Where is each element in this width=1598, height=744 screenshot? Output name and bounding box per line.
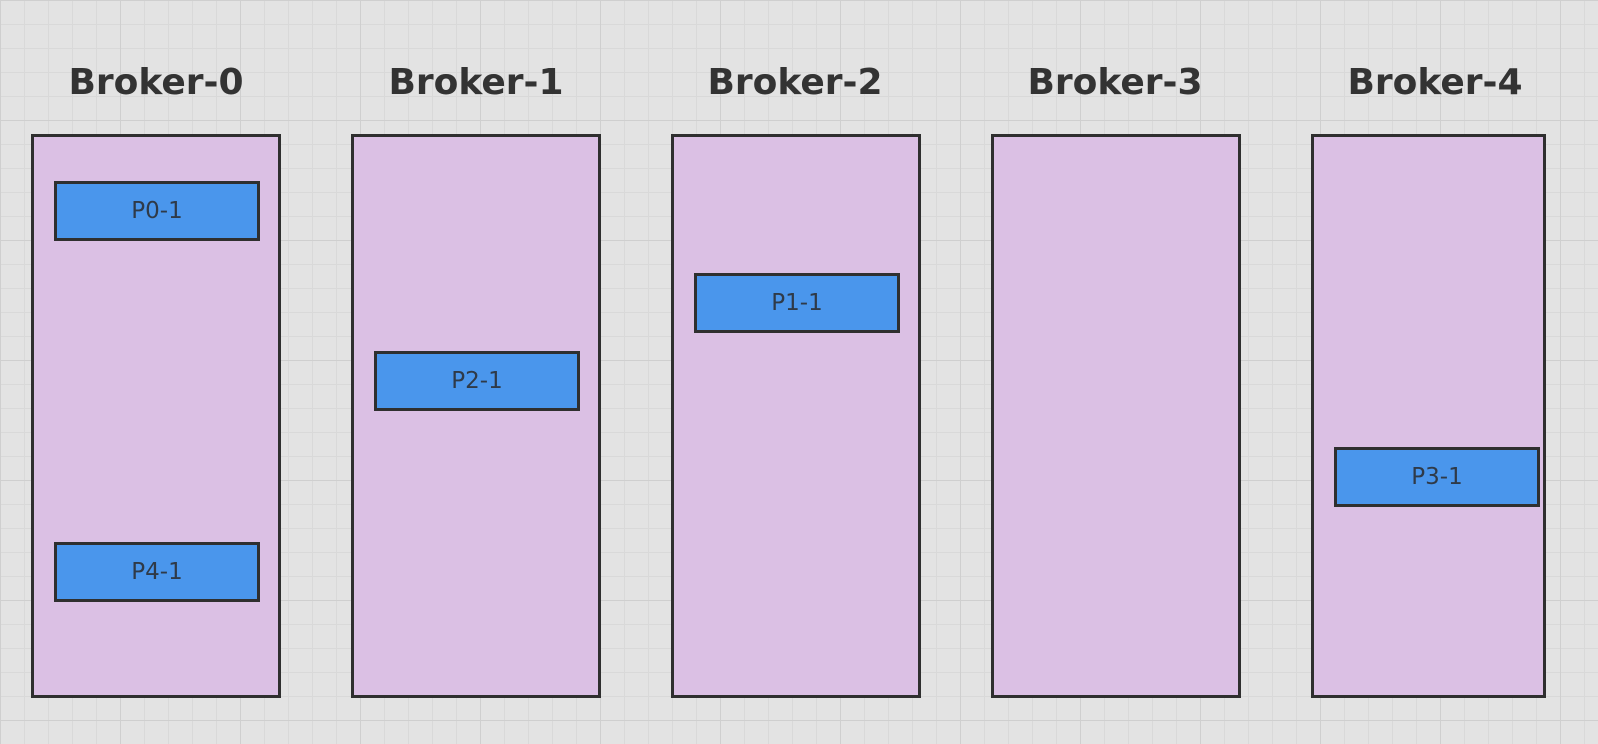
broker-1-box: P2-1 <box>351 134 601 698</box>
broker-0-title: Broker-0 <box>68 62 244 103</box>
broker-1-title: Broker-1 <box>388 62 564 103</box>
broker-3-box <box>991 134 1241 698</box>
broker-2-title: Broker-2 <box>707 62 883 103</box>
broker-4-box: P3-1 <box>1311 134 1546 698</box>
partition-p2-1: P2-1 <box>374 351 580 411</box>
partition-p4-1: P4-1 <box>54 542 260 602</box>
partition-p1-1: P1-1 <box>694 273 900 333</box>
broker-4-title: Broker-4 <box>1347 62 1523 103</box>
partition-p0-1: P0-1 <box>54 181 260 241</box>
partition-p3-1: P3-1 <box>1334 447 1540 507</box>
broker-3-title: Broker-3 <box>1027 62 1203 103</box>
broker-2-box: P1-1 <box>671 134 921 698</box>
broker-0-box: P0-1 P4-1 <box>31 134 281 698</box>
